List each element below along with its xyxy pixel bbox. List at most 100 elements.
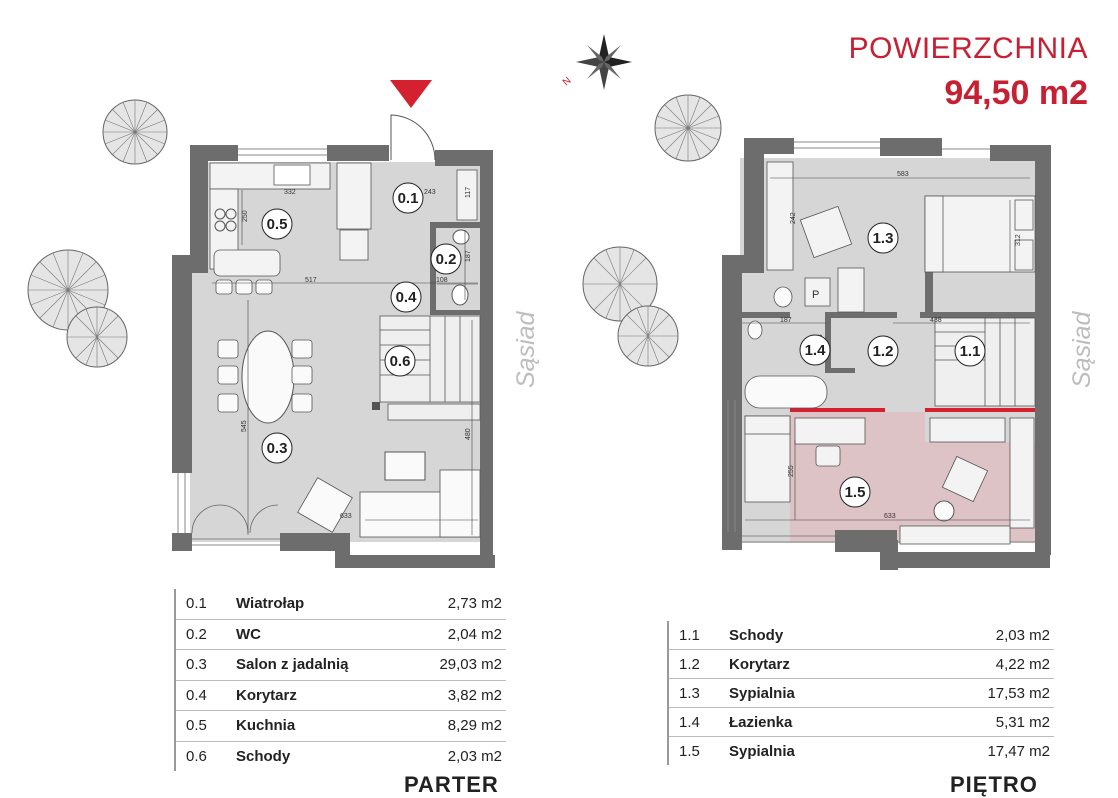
room-number: 0.3: [186, 656, 207, 674]
room-area: 2,03 m2: [447, 747, 502, 765]
room-area: 3,82 m2: [447, 686, 502, 704]
dim-label: 545: [241, 420, 248, 432]
room-label: 0.4: [390, 281, 422, 313]
table-row: 1.1 Schody 2,03 m2: [669, 621, 1054, 650]
svg-text:1.4: 1.4: [805, 342, 827, 359]
table-row: 0.6 Schody 2,03 m2: [176, 742, 506, 772]
ground-floor-title: PARTER: [404, 772, 499, 797]
svg-text:0.6: 0.6: [390, 353, 411, 370]
dim-label: 255: [788, 465, 795, 477]
room-number: 0.6: [186, 747, 207, 765]
room-label: 1.5: [839, 476, 871, 508]
dim-label: 517: [305, 277, 317, 284]
tree-icon: [102, 99, 168, 165]
dim-label: 633: [884, 513, 896, 520]
room-number: 0.5: [186, 717, 207, 735]
room-number: 1.3: [679, 684, 700, 702]
svg-text:1.3: 1.3: [873, 230, 894, 247]
room-number: 0.4: [186, 686, 207, 704]
sink-icon: [273, 164, 311, 186]
dim-label: 583: [897, 171, 909, 178]
dim-label: 250: [242, 210, 249, 222]
dim-label: 480: [465, 428, 472, 440]
shower-tray-icon: P: [812, 289, 819, 301]
room-number: 0.1: [186, 595, 207, 613]
dim-label: 332: [284, 189, 296, 196]
room-area: 5,31 m2: [995, 713, 1050, 731]
table-row: 0.1 Wiatrołap 2,73 m2: [176, 589, 506, 620]
room-label: 0.1: [392, 182, 424, 214]
room-name: Schody: [236, 747, 291, 765]
room-label: 1.3: [867, 222, 899, 254]
room-area: 2,04 m2: [447, 625, 502, 643]
svg-text:1.5: 1.5: [845, 484, 866, 501]
room-label: 1.2: [867, 335, 899, 367]
room-name: Salon z jadalnią: [236, 656, 349, 674]
dim-label: 117: [465, 187, 472, 198]
compass-icon: N: [561, 34, 632, 90]
dim-label: 438: [930, 317, 942, 324]
tree-icon: [654, 94, 722, 162]
room-name: Wiatrołap: [236, 595, 305, 613]
dim-label: 187: [780, 317, 792, 324]
tree-icon: [582, 246, 658, 322]
table-row: 0.3 Salon z jadalnią 29,03 m2: [176, 650, 506, 681]
table-row: 1.2 Korytarz 4,22 m2: [669, 650, 1054, 679]
upper-floor-area-table: 1.1 Schody 2,03 m2 1.2 Korytarz 4,22 m2 …: [667, 621, 1054, 765]
room-area: 4,22 m2: [995, 655, 1050, 673]
table-row: 1.5 Sypialnia 17,47 m2: [669, 737, 1054, 765]
dim-label: 633: [340, 513, 352, 520]
dim-label: 187: [465, 250, 472, 262]
room-label: 0.5: [261, 208, 293, 240]
entrance-arrow-icon: [390, 80, 432, 108]
table-row: 0.2 WC 2,04 m2: [176, 620, 506, 650]
stairs: [934, 317, 1036, 407]
total-area-value: 94,50 m2: [944, 74, 1088, 112]
room-name: Korytarz: [236, 686, 297, 704]
dim-label: 242: [790, 212, 797, 224]
svg-text:1.2: 1.2: [873, 343, 894, 360]
dim-label: 312: [1015, 234, 1022, 246]
room-label: 1.1: [954, 335, 986, 367]
table-row: 0.5 Kuchnia 8,29 m2: [176, 711, 506, 742]
room-number: 0.2: [186, 625, 207, 643]
room-area: 17,53 m2: [987, 684, 1050, 702]
room-area: 8,29 m2: [447, 717, 502, 735]
dim-label: 243: [424, 189, 436, 196]
room-number: 1.5: [679, 742, 700, 760]
room-name: WC: [236, 625, 261, 643]
tree-icon: [617, 305, 679, 367]
room-name: Łazienka: [729, 713, 793, 731]
room-number: 1.2: [679, 655, 700, 673]
dim-label: 108: [436, 277, 448, 284]
room-name: Kuchnia: [236, 717, 296, 735]
room-label: 0.6: [384, 345, 416, 377]
room-name: Schody: [729, 626, 784, 644]
svg-text:0.2: 0.2: [436, 251, 457, 268]
neighbor-label: Sąsiad: [1068, 310, 1096, 388]
room-name: Korytarz: [729, 655, 790, 673]
room-number: 1.4: [679, 713, 700, 731]
neighbor-label: Sąsiad: [512, 310, 540, 388]
room-area: 2,73 m2: [447, 595, 502, 613]
svg-text:1.1: 1.1: [960, 343, 981, 360]
north-label: N: [561, 75, 574, 88]
svg-text:0.5: 0.5: [267, 216, 288, 233]
tree-icon: [66, 306, 128, 368]
dining-table: [217, 330, 313, 424]
room-name: Sypialnia: [729, 684, 795, 702]
svg-text:0.3: 0.3: [267, 440, 288, 457]
table-row: 1.4 Łazienka 5,31 m2: [669, 708, 1054, 737]
svg-text:0.1: 0.1: [398, 190, 419, 207]
room-name: Sypialnia: [729, 742, 795, 760]
room-number: 1.1: [679, 626, 700, 644]
ground-floor-area-table: 0.1 Wiatrołap 2,73 m2 0.2 WC 2,04 m2 0.3…: [174, 589, 506, 771]
upper-floor-title: PIĘTRO: [950, 772, 1038, 797]
room-label: 1.4: [799, 334, 831, 366]
room-area: 2,03 m2: [995, 626, 1050, 644]
room-label: 0.3: [261, 432, 293, 464]
table-row: 1.3 Sypialnia 17,53 m2: [669, 679, 1054, 708]
total-area-title: POWIERZCHNIA: [848, 32, 1088, 65]
upper-floor-plan: P: [722, 138, 1096, 570]
